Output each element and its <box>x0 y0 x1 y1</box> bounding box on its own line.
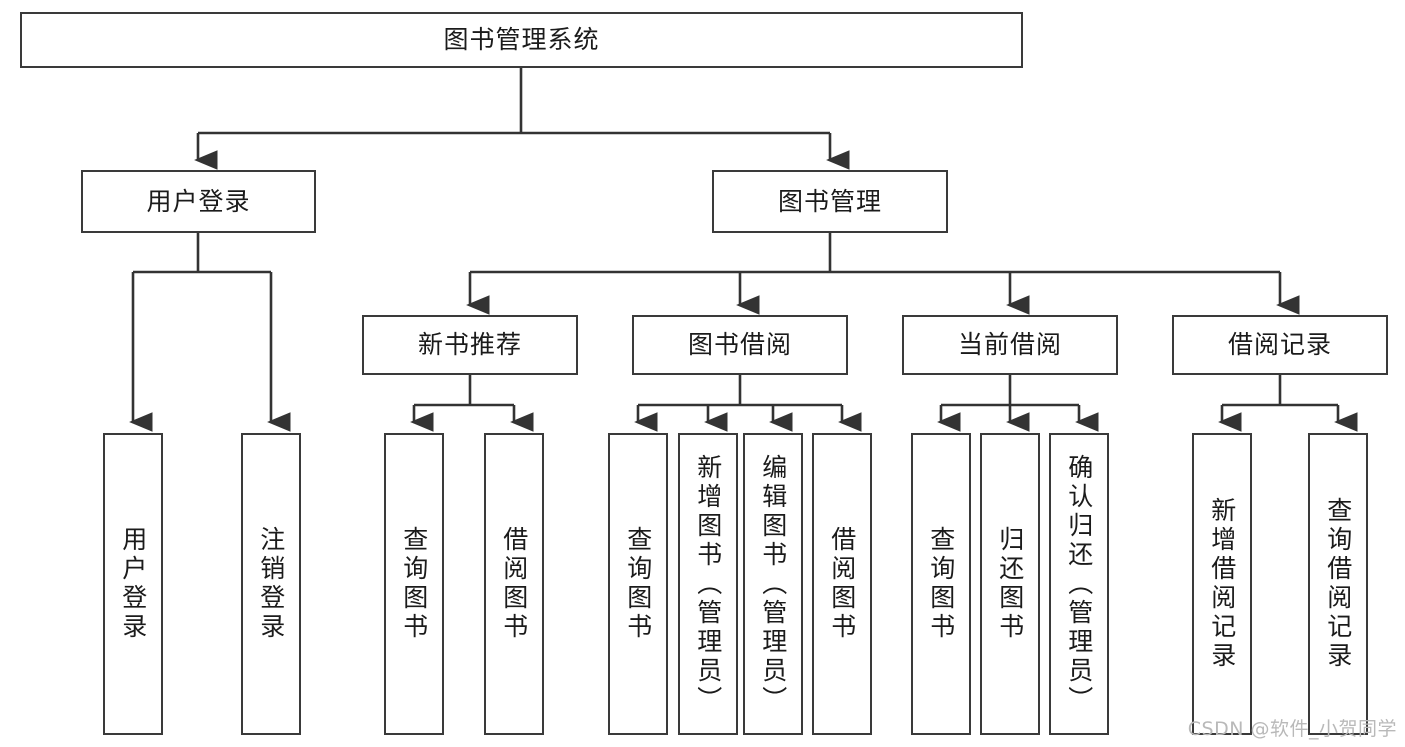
node-borrow-record[interactable]: 借阅记录 <box>1172 315 1388 375</box>
node-label: 用户登录 <box>118 526 148 642</box>
node-label: 查询图书 <box>399 526 429 642</box>
leaf-record-query[interactable]: 查询借阅记录 <box>1308 433 1368 735</box>
node-book-borrow[interactable]: 图书借阅 <box>632 315 848 375</box>
leaf-current-query-book[interactable]: 查询图书 <box>911 433 971 735</box>
node-label: 注销登录 <box>256 526 286 642</box>
node-label: 借阅图书 <box>827 526 857 642</box>
node-label: 编辑图书（管理员） <box>758 453 788 715</box>
node-label: 查询图书 <box>926 526 956 642</box>
node-label: 确认归还（管理员） <box>1064 453 1094 715</box>
leaf-user-login-signin[interactable]: 用户登录 <box>103 433 163 735</box>
node-label: 新书推荐 <box>417 330 522 360</box>
node-label: 当前借阅 <box>957 330 1062 360</box>
csdn-watermark: CSDN @软件_小贺同学 <box>1187 718 1397 740</box>
leaf-record-add[interactable]: 新增借阅记录 <box>1192 433 1252 735</box>
node-label: 借阅图书 <box>499 526 529 642</box>
node-label: 用户登录 <box>146 186 251 216</box>
leaf-new-book-query[interactable]: 查询图书 <box>384 433 444 735</box>
node-label: 归还图书 <box>995 526 1025 642</box>
node-label: 查询图书 <box>623 526 653 642</box>
node-label: 图书管理系统 <box>443 25 600 55</box>
node-label: 新增借阅记录 <box>1207 497 1237 671</box>
leaf-user-login-signout[interactable]: 注销登录 <box>241 433 301 735</box>
leaf-borrow-edit-book-admin[interactable]: 编辑图书（管理员） <box>743 433 803 735</box>
node-label: 新增图书（管理员） <box>693 453 723 715</box>
leaf-current-confirm-return-admin[interactable]: 确认归还（管理员） <box>1049 433 1109 735</box>
leaf-borrow-add-book-admin[interactable]: 新增图书（管理员） <box>678 433 738 735</box>
leaf-current-return-book[interactable]: 归还图书 <box>980 433 1040 735</box>
leaf-new-book-borrow[interactable]: 借阅图书 <box>484 433 544 735</box>
node-new-book-recommend[interactable]: 新书推荐 <box>362 315 578 375</box>
node-current-borrow[interactable]: 当前借阅 <box>902 315 1118 375</box>
node-label: 图书借阅 <box>687 330 792 360</box>
leaf-borrow-query-book[interactable]: 查询图书 <box>608 433 668 735</box>
node-label: 查询借阅记录 <box>1323 497 1353 671</box>
node-root-system[interactable]: 图书管理系统 <box>20 12 1023 68</box>
node-label: 图书管理 <box>777 186 882 216</box>
node-user-login[interactable]: 用户登录 <box>81 170 316 233</box>
node-label: 借阅记录 <box>1227 330 1332 360</box>
leaf-borrow-borrow-book[interactable]: 借阅图书 <box>812 433 872 735</box>
node-book-management[interactable]: 图书管理 <box>712 170 948 233</box>
